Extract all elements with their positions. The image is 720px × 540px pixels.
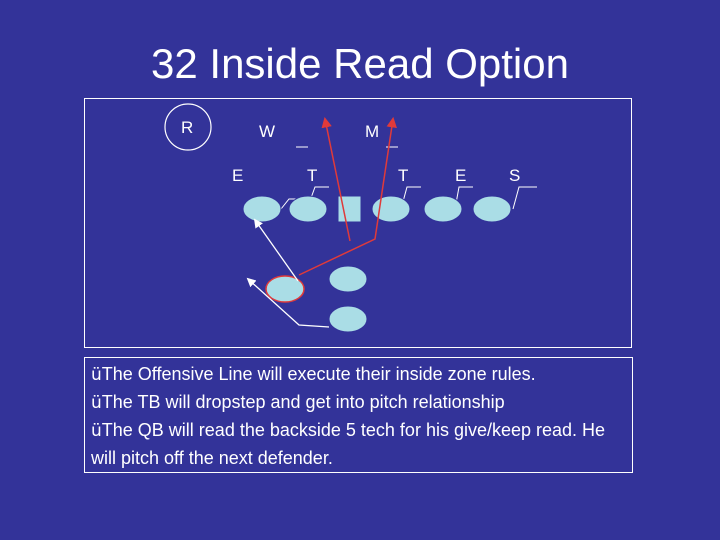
block-mark-te: [512, 186, 537, 210]
player-center: [337, 195, 362, 223]
player-left-guard: [288, 195, 328, 223]
defender-t-left-label: T: [307, 166, 317, 185]
defender-e-right-label: E: [455, 166, 466, 185]
note-3: üThe QB will read the backside 5 tech fo…: [91, 417, 632, 472]
player-right-guard: [371, 195, 411, 223]
defender-m-label: M: [365, 122, 379, 141]
check-icon: ü: [91, 365, 102, 385]
defender-e-left-label: E: [232, 166, 243, 185]
player-left-tackle: [242, 195, 282, 223]
defender-r-label: R: [181, 118, 193, 137]
note-text: The QB will read the backside 5 tech for…: [91, 420, 606, 468]
check-icon: ü: [91, 393, 102, 413]
player-tailback: [328, 305, 368, 333]
note-text: The Offensive Line will execute their in…: [101, 364, 536, 384]
check-icon: ü: [91, 421, 102, 441]
defender-w-label: W: [259, 122, 275, 141]
coaching-notes: üThe Offensive Line will execute their i…: [84, 357, 633, 473]
route-red-left: [321, 116, 351, 242]
route-white-dropstep: [246, 277, 330, 328]
play-diagram-svg: R W M E T T E S: [164, 103, 537, 333]
route-white-pitch: [253, 218, 299, 282]
route-red-right: [298, 116, 397, 276]
play-diagram: R W M E T T E S: [84, 98, 632, 348]
defender-r-circle: [164, 103, 212, 151]
player-tight-end: [472, 195, 512, 223]
note-1: üThe Offensive Line will execute their i…: [91, 361, 632, 389]
defender-s-label: S: [509, 166, 520, 185]
player-right-tackle: [423, 195, 463, 223]
note-2: üThe TB will dropstep and get into pitch…: [91, 389, 632, 417]
player-pitch-back: [265, 275, 305, 303]
player-quarterback: [328, 265, 368, 293]
slide-title: 32 Inside Read Option: [151, 40, 569, 87]
note-text: The TB will dropstep and get into pitch …: [101, 392, 505, 412]
defender-t-right-label: T: [398, 166, 408, 185]
